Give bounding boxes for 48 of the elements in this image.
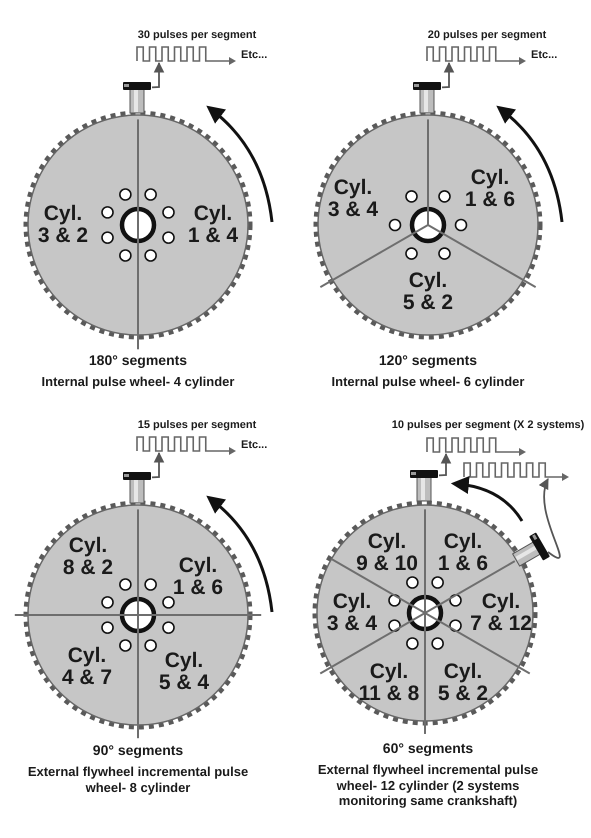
wheel-caption: Internal pulse wheel- 6 cylinder [330, 374, 526, 390]
etc-label: Etc... [241, 439, 268, 452]
sensor-drawing [409, 469, 439, 501]
cylinder-label: Cyl. 5 & 2 [402, 270, 454, 314]
pulse-count-label: 20 pulses per segment [428, 29, 546, 42]
pulse-wheel [313, 110, 543, 340]
cylinder-label: Cyl. 1 & 6 [172, 554, 224, 600]
segment-angle-label: 180° segments [88, 352, 188, 369]
pulse-count-label: 10 pulses per segment (X 2 systems) [392, 419, 584, 432]
cylinder-label: Cyl. 1 & 6 [464, 166, 516, 212]
pulse-train-drawing [426, 437, 526, 453]
cylinder-label: Cyl. 5 & 4 [158, 650, 210, 694]
cylinder-label: Cyl. 3 & 4 [328, 176, 378, 222]
pulse-count-label: 30 pulses per segment [138, 29, 256, 42]
cylinder-label: Cyl. 7 & 12 [470, 590, 532, 636]
etc-label: Etc... [531, 49, 558, 62]
cylinder-label: Cyl. 1 & 4 [188, 202, 238, 248]
signal-arrow [442, 62, 454, 88]
signal-arrow [540, 478, 561, 559]
pulse-train-drawing [426, 46, 526, 62]
segment-angle-label: 120° segments [378, 352, 478, 369]
wheel-caption: Internal pulse wheel- 4 cylinder [40, 374, 236, 390]
pulse-train-drawing [463, 462, 569, 478]
pulse-wheel [23, 110, 253, 340]
cylinder-label: Cyl. 11 & 8 [358, 660, 420, 706]
cylinder-label: Cyl. 3 & 4 [326, 590, 378, 636]
wheel-caption: External flywheel incremental pulse wheel- 12 cylinder (2 systems monitoring same crankshaft) [316, 762, 540, 809]
signal-arrow [152, 452, 164, 478]
wheel-caption: External flywheel incremental pulse wheel- 8 cylinder [26, 764, 250, 796]
pulse-train-drawing [136, 436, 236, 452]
segment-angle-label: 90° segments [92, 742, 184, 759]
cylinder-label: Cyl. 9 & 10 [356, 530, 418, 576]
etc-label: Etc... [241, 49, 268, 62]
sensor-drawing [122, 471, 152, 503]
signal-arrow [152, 62, 164, 88]
sensor-drawing [122, 81, 152, 113]
pulse-train-drawing [136, 46, 236, 62]
sensor-drawing [412, 81, 442, 113]
signal-arrow [438, 452, 452, 476]
cylinder-label: Cyl. 1 & 6 [438, 530, 488, 576]
cylinder-label: Cyl. 8 & 2 [62, 534, 114, 580]
pulse-wheel [23, 500, 253, 730]
pulse-wheel [312, 500, 538, 726]
pulse-count-label: 15 pulses per segment [138, 419, 256, 432]
cylinder-label: Cyl. 5 & 2 [438, 660, 488, 706]
cylinder-label: Cyl. 3 & 2 [38, 202, 88, 248]
segment-angle-label: 60° segments [382, 740, 474, 757]
cylinder-label: Cyl. 4 & 7 [62, 644, 112, 690]
